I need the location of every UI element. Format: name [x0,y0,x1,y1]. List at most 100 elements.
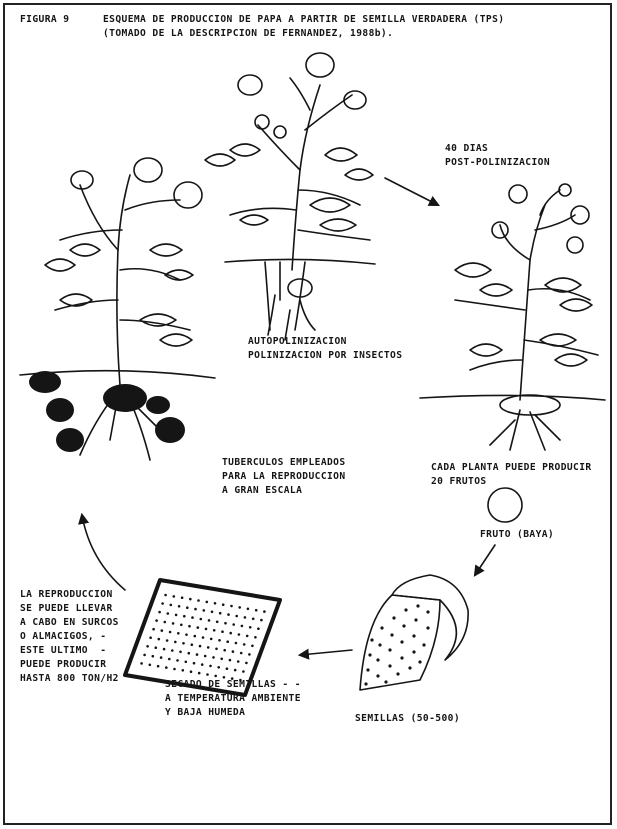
tray-seed-dot [199,645,202,648]
repro-line6: PUEDE PRODUCIR [20,659,106,671]
fruiting-plant-right [420,184,605,450]
tray-seed-dot [181,596,184,599]
repro-line4: O ALMACIGOS, - [20,631,106,643]
tray-seed-dot [140,662,143,665]
flowering-plant-center [205,53,375,340]
tray-seed-dot [214,675,217,678]
tray-seed-dot [206,601,209,604]
tray-seed-dot [166,639,169,642]
tray-seed-dot [215,648,218,651]
tray-seed-dot [219,612,222,615]
tray-seed-dot [232,623,235,626]
tray-seed-dot [191,616,194,619]
tray-seed-dot [257,627,260,630]
tray-seed-dot [149,664,152,667]
figure-title-line2: (TOMADO DE LA DESCRIPCION DE FERNANDEZ, … [103,28,393,40]
tray-seed-dot [183,615,186,618]
tray-seed-dot [164,594,167,597]
tray-seed-dot [254,636,257,639]
tray-seed-dot [204,655,207,658]
tray-seed-dot [196,653,199,656]
tray-seed-dot [220,658,223,661]
drying-line1: SECADO DE SEMILLAS - - [165,679,301,691]
cycle-arrows [82,178,495,655]
tray-seed-dot [175,614,178,617]
tray-seed-dot [205,628,208,631]
tubers-label-line3: A GRAN ESCALA [222,485,302,497]
tray-seed-dot [260,619,263,622]
days-label-line2: POST-POLINIZACION [445,157,550,169]
tray-seed-dot [242,670,245,673]
tray-seed-dot [155,619,158,622]
pollination-label-line2: POLINIZACION POR INSECTOS [248,350,402,362]
tray-seed-dot [217,666,220,669]
tubers [29,371,185,452]
tray-seed-dot [161,629,164,632]
tray-seed-dot [197,599,200,602]
arrow-to-fruiting [385,178,438,205]
tray-seed-dot [152,655,155,658]
tray-seed-dot [201,663,204,666]
tray-seed-dot [177,632,180,635]
tray-seed-dot [193,662,196,665]
fruit-label: FRUTO (BAYA) [480,529,554,541]
tray-seed-dot [245,662,248,665]
tray-seed-dot [211,611,214,614]
tray-seed-dot [249,626,252,629]
tray-seed-dot [246,635,249,638]
tray-seed-dot [216,621,219,624]
pollination-label-line1: AUTOPOLINIZACION [248,336,347,348]
tubers-label-line2: PARA LA REPRODUCCION [222,471,346,483]
arrow-to-drying [300,650,352,655]
tray-seed-dot [149,636,152,639]
repro-line5: ESTE ULTIMO - [20,645,106,657]
tray-seed-dot [230,605,233,608]
tray-seed-dot [227,613,230,616]
tray-seed-dot [255,609,258,612]
tray-seed-dot [200,618,203,621]
tray-seed-dot [218,639,221,642]
tray-seed-dot [207,646,210,649]
tray-seed-dot [178,605,181,608]
tray-seed-dot [172,622,175,625]
tray-seed-dot [161,602,164,605]
tray-seed-dot [194,635,197,638]
tray-seed-dot [251,645,254,648]
tray-seed-dot [152,628,155,631]
tray-seed-dot [170,604,173,607]
repro-line3: A CABO EN SURCOS [20,617,119,629]
drying-line2: A TEMPERATURA AMBIENTE [165,693,301,705]
tray-seed-dot [157,665,160,668]
tray-seed-dot [160,656,163,659]
days-label-line1: 40 DIAS [445,143,488,155]
arrow-to-tubers [82,515,125,590]
tray-seed-dot [168,658,171,661]
tray-seed-dot [158,611,161,614]
tray-seed-dot [173,668,176,671]
cut-fruit-seeds [360,575,468,690]
tray-seed-dot [235,642,238,645]
repro-line1: LA REPRODUCCION [20,589,113,601]
tray-seed-dot [169,631,172,634]
tray-seed-dot [263,610,266,613]
tray-seed-dot [226,667,229,670]
tray-seed-dot [155,646,158,649]
tray-seed-dot [158,638,161,641]
tray-seed-dot [252,618,255,621]
tray-seed-dot [212,656,215,659]
plant-output-line1: CADA PLANTA PUEDE PRODUCIR [431,462,592,474]
tray-seed-dot [226,640,229,643]
tray-seed-dot [223,649,226,652]
tray-seed-dot [213,629,216,632]
tray-seed-dot [171,649,174,652]
tray-seed-dot [163,648,166,651]
tray-seed-dot [198,672,201,675]
tray-seeds [140,594,265,682]
tray-seed-dot [176,659,179,662]
tray-seed-dot [191,643,194,646]
tray-seed-dot [190,670,193,673]
tray-seed-dot [229,659,232,662]
tray-seed-dot [185,633,188,636]
tray-seed-dot [202,636,205,639]
